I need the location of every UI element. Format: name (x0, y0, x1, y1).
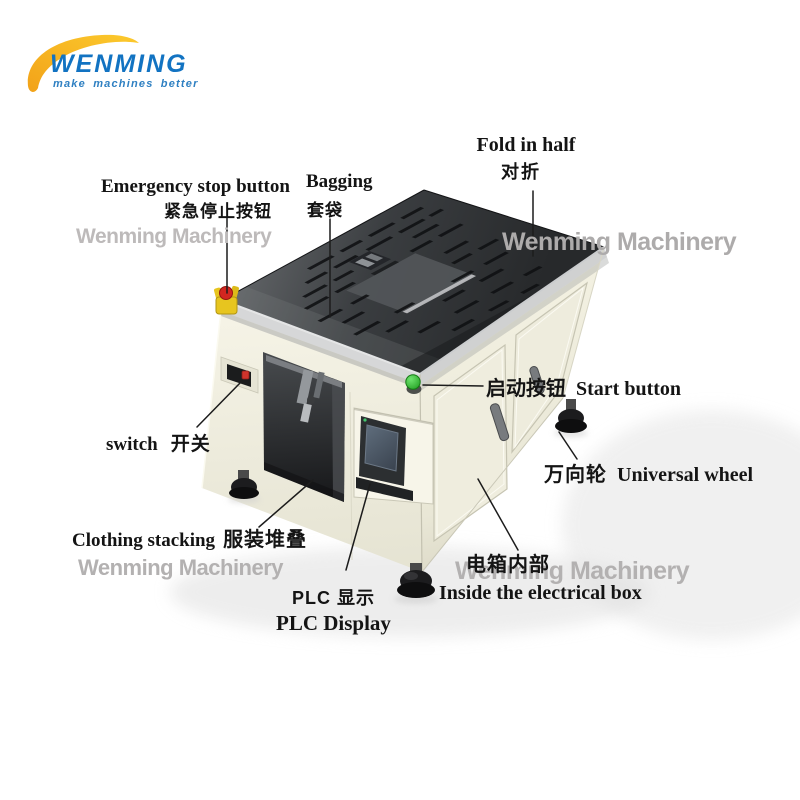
switch-red-toggle (241, 370, 250, 380)
leveling-feet (228, 399, 588, 604)
label-electrical-box-zh: 电箱内部 (466, 554, 550, 576)
leader-line-ebox (477, 478, 519, 551)
door-handle-left (489, 403, 510, 442)
door-panel-right (511, 281, 588, 454)
label-universal-wheel-en: Universal wheel (617, 464, 754, 486)
label-fold-in-half-en: Fold in half (476, 134, 576, 156)
label-switch: switch 开关 (106, 429, 211, 456)
logo-swoosh-icon (27, 34, 140, 92)
leveling-foot-right (555, 399, 587, 433)
center-mechanism (349, 250, 400, 276)
label-switch-en: switch (106, 434, 158, 455)
leader-line-stacking (258, 479, 314, 528)
plc-tray (356, 477, 413, 501)
leveling-foot-left (229, 470, 259, 499)
estop-red-cap (219, 286, 233, 300)
folding-plate (346, 253, 477, 314)
label-switch-zh: 开关 (170, 434, 211, 455)
label-emergency-stop-en: Emergency stop button (101, 176, 290, 197)
robot-arm (266, 355, 342, 423)
plc-display (353, 407, 434, 505)
start-button (405, 374, 422, 394)
label-start-button-en: Start button (576, 378, 682, 400)
power-switch (220, 356, 259, 394)
door-panel-left (433, 343, 508, 543)
label-universal-wheel-zh: 万向轮 (544, 464, 607, 486)
machine-left-panel (201, 300, 434, 573)
watermark-bottom-right: Wenming Machinery (455, 557, 690, 585)
machine-right-panel (420, 246, 609, 573)
brand-name: WENMING (50, 50, 188, 78)
brand-tagline: make machines better (53, 78, 199, 90)
leader-line-plc (345, 483, 371, 571)
brand-logo: WENMING make machines better (22, 28, 222, 108)
leveling-foot-front (397, 563, 435, 598)
watermark-top-left: Wenming Machinery (76, 225, 272, 248)
label-plc-display-en: PLC Display (276, 611, 391, 635)
label-clothing-stacking-en: Clothing stacking (72, 530, 216, 551)
label-emergency-stop-zh: 紧急停止按钮 (164, 202, 272, 221)
leader-line-switch (196, 380, 243, 428)
label-clothing-stacking: Clothing stacking 服装堆叠 (72, 523, 307, 552)
door-handle-right (529, 365, 545, 395)
emergency-stop-button (213, 285, 239, 315)
leader-line-start (422, 384, 484, 387)
leader-lines (196, 190, 578, 571)
label-fold-in-half-zh: 对折 (501, 162, 541, 182)
label-plc-display-zh: PLC 显示 (292, 588, 376, 608)
label-bagging-zh: 套袋 (307, 201, 343, 220)
label-bagging-en: Bagging (306, 171, 373, 192)
label-clothing-stacking-zh: 服装堆叠 (223, 529, 308, 551)
label-electrical-box-en: Inside the electrical box (439, 582, 642, 604)
leader-line-wheel (558, 431, 578, 460)
label-start-button-zh: 启动按钮 (486, 378, 566, 400)
stacking-opening (263, 352, 345, 502)
label-universal-wheel: 万向轮 Universal wheel (544, 458, 753, 487)
plc-power-led (363, 418, 367, 422)
watermark-top-right: Wenming Machinery (502, 228, 737, 256)
plc-screen (364, 424, 399, 472)
label-start-button: 启动按钮 Start button (486, 372, 681, 401)
vent-slots (302, 206, 543, 336)
watermark-bottom-left: Wenming Machinery (78, 555, 284, 580)
